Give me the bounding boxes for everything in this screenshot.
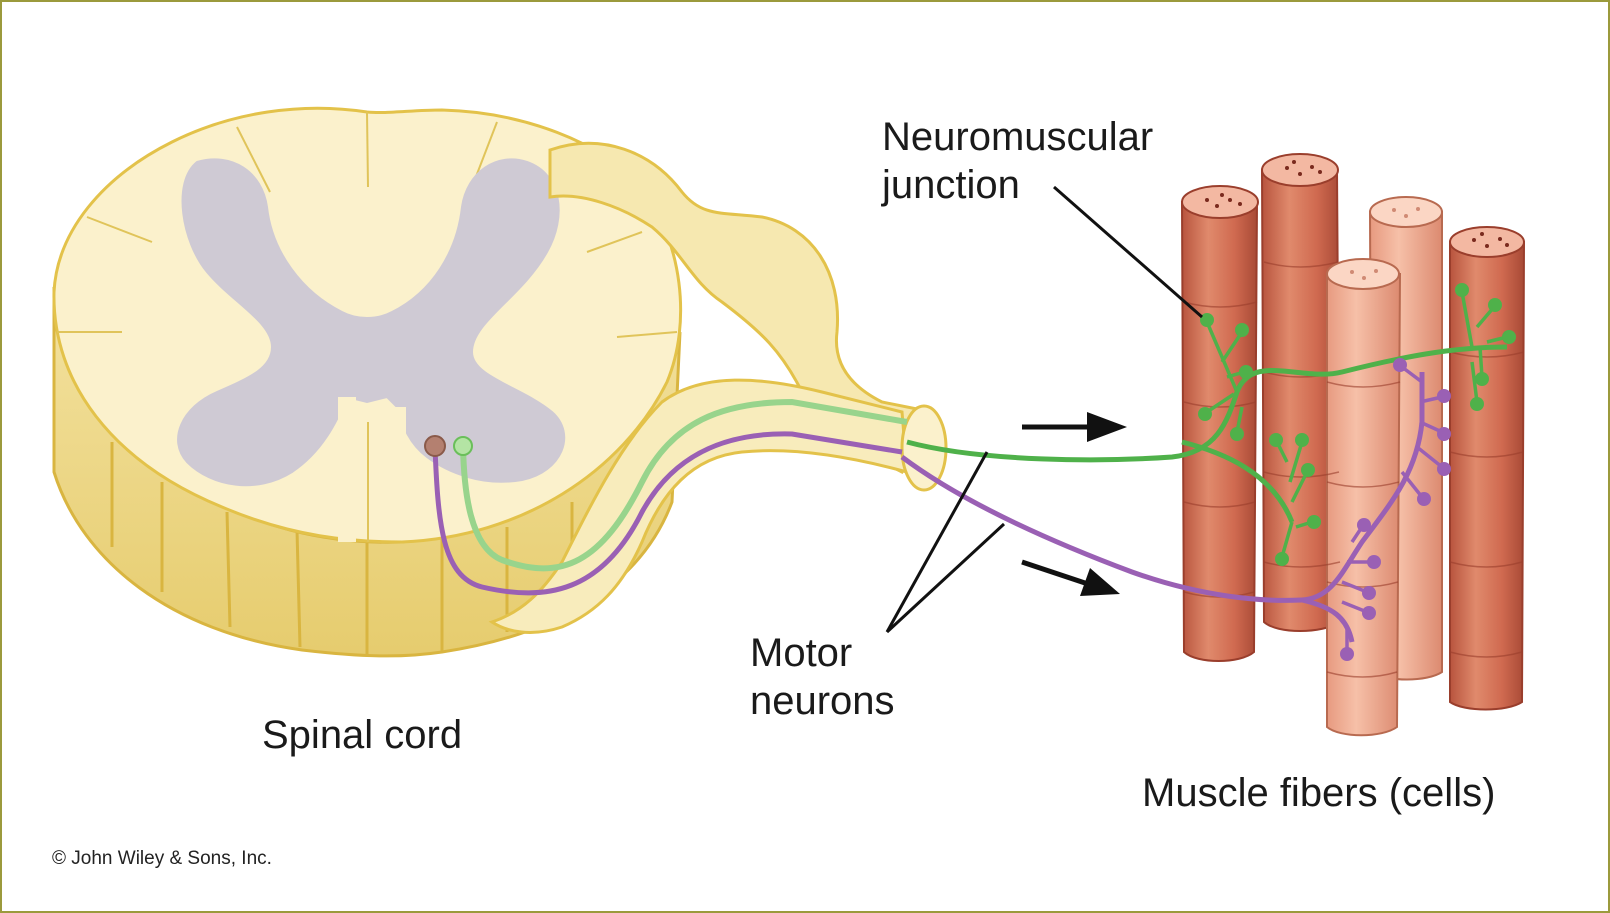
muscle-fibers-label: Muscle fibers (cells) xyxy=(1142,770,1495,816)
purple-neuron-body xyxy=(425,436,445,456)
neuromuscular-label-line1: Neuromuscular xyxy=(882,114,1153,160)
motor-neurons-label-line2: neurons xyxy=(750,678,895,724)
arrow-right-icon xyxy=(1022,412,1127,442)
green-neuron-body xyxy=(454,437,472,455)
spinal-cord-illustration xyxy=(54,108,946,656)
muscle-fiber-4 xyxy=(1327,259,1400,735)
spinal-cord-label: Spinal cord xyxy=(262,712,462,758)
motor-neurons-pointer-lines xyxy=(887,452,1004,632)
muscle-fiber-5 xyxy=(1450,227,1524,710)
muscle-fibers-illustration xyxy=(1182,154,1524,735)
motor-neurons-label-line1: Motor xyxy=(750,630,852,676)
arrow-right-icon xyxy=(1022,562,1120,596)
neuromuscular-pointer-line xyxy=(1054,187,1202,317)
neuromuscular-label-line2: junction xyxy=(882,162,1020,208)
copyright-notice: © John Wiley & Sons, Inc. xyxy=(52,848,272,870)
